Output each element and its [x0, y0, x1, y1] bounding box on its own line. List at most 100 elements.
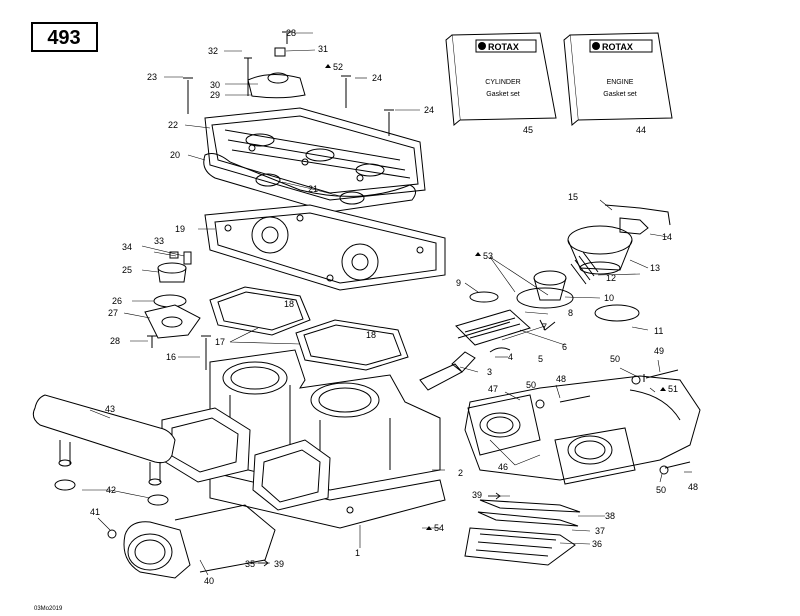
exhaust-valve-cover — [567, 225, 633, 275]
cap-nut — [619, 217, 649, 235]
callout-15: 15 — [568, 192, 578, 202]
callout-21: 21 — [308, 184, 318, 194]
callout-39: 39 — [472, 490, 482, 500]
callout-7: 7 — [542, 322, 547, 332]
callout-39: 39 — [274, 559, 284, 569]
callout-27: 27 — [108, 308, 118, 318]
callout-22: 22 — [168, 120, 178, 130]
callout-18: 18 — [366, 330, 376, 340]
callout-11: 11 — [654, 326, 663, 336]
callout-40: 40 — [204, 576, 214, 586]
callout-46: 46 — [498, 462, 508, 472]
callout-45: 45 — [523, 125, 533, 135]
bolt — [643, 369, 679, 382]
callout-50: 50 — [610, 354, 620, 364]
page-number: 493 — [47, 27, 80, 49]
callout-14: 14 — [662, 232, 672, 242]
screw — [539, 319, 556, 331]
head-gasket-right — [295, 319, 409, 371]
callout-labels: 28 32 31 52 23 30 29 24 24 22 20 21 19 3… — [90, 28, 698, 586]
leader-lines — [82, 32, 692, 576]
bolt — [244, 57, 252, 96]
screw — [147, 335, 157, 348]
callout-54: 54 — [434, 523, 444, 533]
o-ring — [339, 191, 365, 205]
cylinder-head-cover — [204, 107, 426, 201]
callout-6: 6 — [562, 342, 567, 352]
rotax-logo-icon — [592, 42, 600, 50]
bolt — [183, 77, 193, 114]
callout-23: 23 — [147, 72, 157, 82]
clamp — [54, 479, 76, 491]
callout-41: 41 — [90, 507, 100, 517]
callout-24: 24 — [372, 73, 382, 83]
callout-33: 33 — [154, 236, 164, 246]
arrow-icon — [258, 559, 270, 567]
bolt — [201, 335, 211, 370]
callout-48: 48 — [556, 374, 566, 384]
o-ring — [469, 291, 499, 303]
exhaust-valve — [516, 270, 574, 309]
screw — [282, 31, 292, 44]
callout-9: 9 — [456, 278, 461, 288]
callout-20: 20 — [170, 150, 180, 160]
callout-48: 48 — [688, 482, 698, 492]
callout-18: 18 — [284, 299, 294, 309]
thermostat — [157, 262, 187, 283]
kit-subtitle: Gasket set — [603, 91, 637, 98]
callout-28: 28 — [110, 336, 120, 346]
callout-3: 3 — [487, 367, 492, 377]
head-gasket-left — [209, 286, 311, 336]
callout-49: 49 — [654, 346, 664, 356]
callout-52: 52 — [333, 62, 343, 72]
callout-25: 25 — [122, 265, 132, 275]
sleeve — [183, 251, 192, 265]
o-ring — [153, 294, 187, 308]
callout-12: 12 — [606, 273, 616, 283]
callout-44: 44 — [636, 125, 646, 135]
markers — [258, 64, 666, 567]
nut — [535, 399, 545, 409]
arrow-icon — [488, 492, 502, 500]
callout-13: 13 — [650, 263, 660, 273]
callout-50: 50 — [656, 485, 666, 495]
nut — [659, 465, 669, 475]
callout-16: 16 — [166, 352, 176, 362]
callout-26: 26 — [112, 296, 122, 306]
diagram-code: 03Mo2019 — [34, 606, 63, 612]
bolt — [341, 75, 351, 108]
shim — [489, 347, 511, 353]
reed-block-right — [252, 439, 331, 511]
callout-51: 51 — [668, 384, 678, 394]
callout-1: 1 — [355, 548, 360, 558]
callout-19: 19 — [175, 224, 185, 234]
retaining-clip — [604, 204, 671, 226]
callout-34: 34 — [122, 242, 132, 252]
exhaust-manifold — [464, 375, 701, 481]
bolt — [664, 461, 691, 469]
kit-brand: ROTAX — [488, 42, 519, 52]
callout-35: 35 — [245, 559, 255, 569]
drop-icon — [660, 387, 666, 391]
coolant-pipe — [32, 394, 176, 486]
thermostat-cover — [144, 304, 201, 339]
callout-37: 37 — [595, 526, 605, 536]
o-ring — [594, 304, 640, 322]
drop-icon — [325, 64, 331, 68]
kit-title: CYLINDER — [485, 79, 520, 86]
page-number-box: 493 — [31, 22, 98, 52]
callout-28: 28 — [286, 28, 296, 38]
gasket-kit-cylinder: ROTAX CYLINDER Gasket set 45 — [445, 32, 557, 135]
bolt — [559, 395, 591, 403]
callout-17: 17 — [215, 337, 225, 347]
kit-title: ENGINE — [607, 79, 634, 86]
gasket-kit-engine: ROTAX ENGINE Gasket set 44 — [563, 32, 673, 135]
o-ring — [255, 173, 281, 187]
rotax-logo-icon — [478, 42, 486, 50]
callout-36: 36 — [592, 539, 602, 549]
callout-30: 30 — [210, 80, 220, 90]
thermostat-housing — [247, 72, 306, 99]
callout-8: 8 — [568, 308, 573, 318]
callout-38: 38 — [605, 511, 615, 521]
